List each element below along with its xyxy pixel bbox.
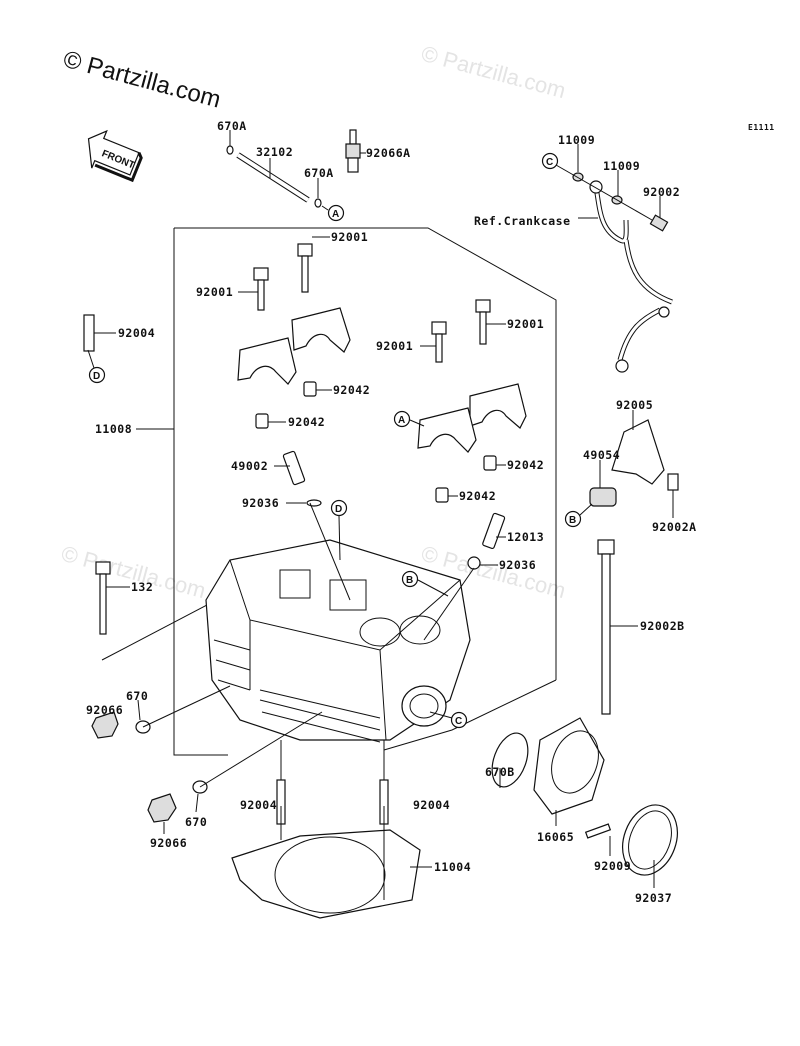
callout-670: 670 (126, 689, 148, 703)
callout-92001: 92001 (507, 317, 544, 331)
callout-92004: 92004 (118, 326, 155, 340)
callout-670a: 670A (217, 119, 247, 133)
watermark: © Partzilla.com (60, 46, 223, 114)
marker-c: C (455, 716, 462, 727)
callout-12013: 12013 (507, 530, 544, 544)
marker-c: C (546, 157, 553, 168)
callout-92042: 92042 (333, 383, 370, 397)
callout-ref-crankcase: Ref.Crankcase (474, 214, 571, 228)
callout-92001: 92001 (331, 230, 368, 244)
head-gasket (231, 829, 421, 919)
callout-92037: 92037 (635, 891, 672, 905)
callout-92066a: 92066A (366, 146, 411, 160)
callout-92005: 92005 (616, 398, 653, 412)
oil-pipe (593, 186, 673, 361)
marker-d: D (335, 504, 342, 515)
callout-670a: 670A (304, 166, 334, 180)
callout-670b: 670B (485, 765, 515, 779)
diagram-reference: E1111 (748, 123, 775, 132)
bolts (83, 243, 615, 825)
callout-labels: 670A 32102 92066A 670A 11009 11009 92002… (86, 119, 775, 905)
callout-92066: 92066 (86, 703, 123, 717)
callout-11004: 11004 (434, 860, 471, 874)
callout-92004: 92004 (240, 798, 277, 812)
callout-92001: 92001 (376, 339, 413, 353)
callout-92002a: 92002A (652, 520, 697, 534)
marker-b: B (569, 515, 576, 526)
callout-11009: 11009 (558, 133, 595, 147)
callout-92009: 92009 (594, 859, 631, 873)
callout-92042: 92042 (459, 489, 496, 503)
camshaft-caps (237, 307, 527, 453)
callout-32102: 32102 (256, 145, 293, 159)
assembly-outline (174, 227, 557, 680)
marker-a: A (332, 209, 339, 220)
cylinder-head (205, 539, 471, 743)
callout-132: 132 (131, 580, 153, 594)
callout-92004: 92004 (413, 798, 450, 812)
front-arrow-icon: FRONT (87, 129, 143, 183)
callout-16065: 16065 (537, 830, 574, 844)
callout-92042: 92042 (507, 458, 544, 472)
svg-text:© Partzilla.com: © Partzilla.com (419, 41, 569, 104)
leader-lines (87, 130, 674, 900)
callout-49002: 49002 (231, 459, 268, 473)
callout-92001: 92001 (196, 285, 233, 299)
reference-markers: A C D A D B B C (88, 152, 582, 729)
callout-92042: 92042 (288, 415, 325, 429)
callout-11008: 11008 (95, 422, 132, 436)
callout-92036: 92036 (242, 496, 279, 510)
marker-a: A (398, 415, 405, 426)
callout-92066: 92066 (150, 836, 187, 850)
marker-b: B (406, 575, 413, 586)
callout-11009: 11009 (603, 159, 640, 173)
callout-670: 670 (185, 815, 207, 829)
callout-49054: 49054 (583, 448, 620, 462)
callout-92002b: 92002B (640, 619, 685, 633)
callout-92036: 92036 (499, 558, 536, 572)
callout-92002: 92002 (643, 185, 680, 199)
marker-d: D (93, 371, 100, 382)
